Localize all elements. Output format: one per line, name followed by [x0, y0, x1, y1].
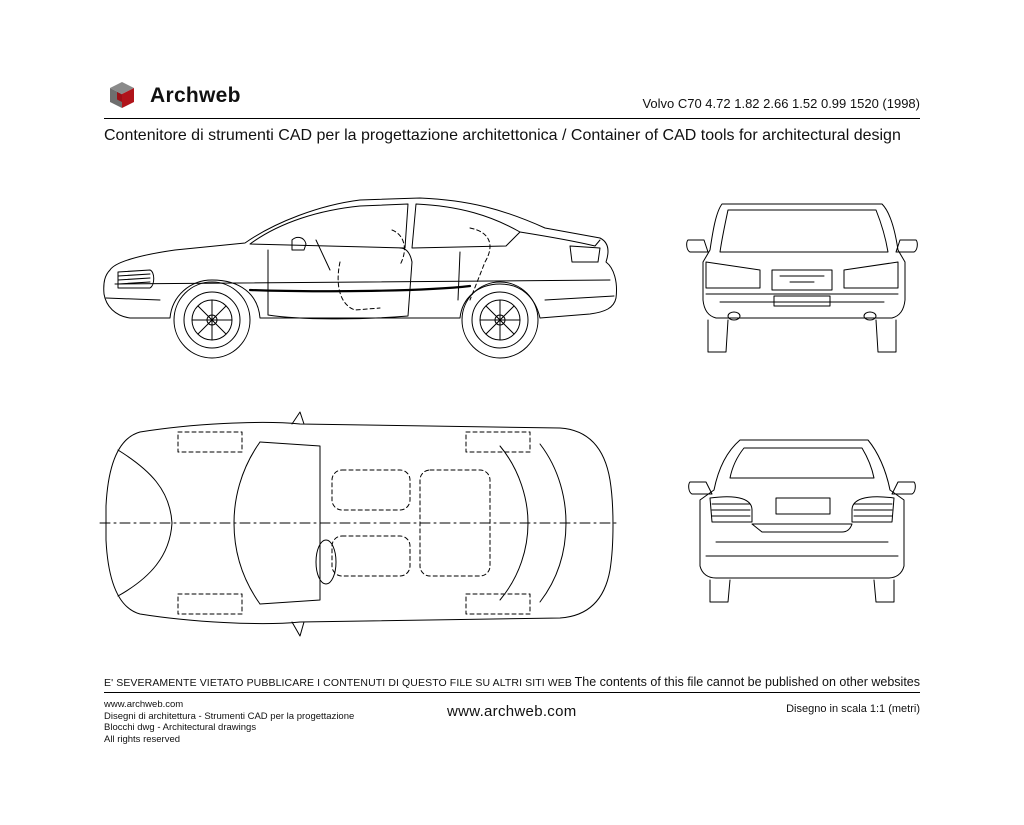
footer-line: Blocchi dwg - Architectural drawings — [104, 722, 257, 733]
page-subtitle: Contenitore di strumenti CAD per la prog… — [104, 127, 901, 144]
side-view — [104, 198, 617, 358]
footer-line: Disegni di architettura - Strumenti CAD … — [104, 710, 355, 722]
footer-link[interactable]: www.archweb.com — [104, 699, 184, 710]
footer-info: www.archweb.com Disegni di architettura … — [104, 699, 354, 745]
footer-website-link[interactable]: www.archweb.com — [447, 703, 577, 720]
brand-name: Archweb — [150, 84, 241, 107]
footer-divider — [104, 692, 920, 693]
archweb-cube-icon — [110, 82, 134, 108]
footer-line: All rights reserved — [104, 733, 181, 745]
model-info: Volvo C70 4.72 1.82 2.66 1.52 0.99 1520 … — [642, 96, 920, 111]
drawing-scale: Disegno in scala 1:1 (metri) — [786, 703, 920, 715]
rear-view — [689, 440, 916, 602]
archweb-logo — [108, 80, 288, 114]
notice-italian: E' SEVERAMENTE VIETATO PUBBLICARE I CONT… — [104, 677, 572, 689]
top-view — [100, 412, 620, 636]
header-divider — [104, 118, 920, 119]
notice-english: The contents of this file cannot be publ… — [574, 675, 920, 689]
front-view — [687, 204, 918, 352]
